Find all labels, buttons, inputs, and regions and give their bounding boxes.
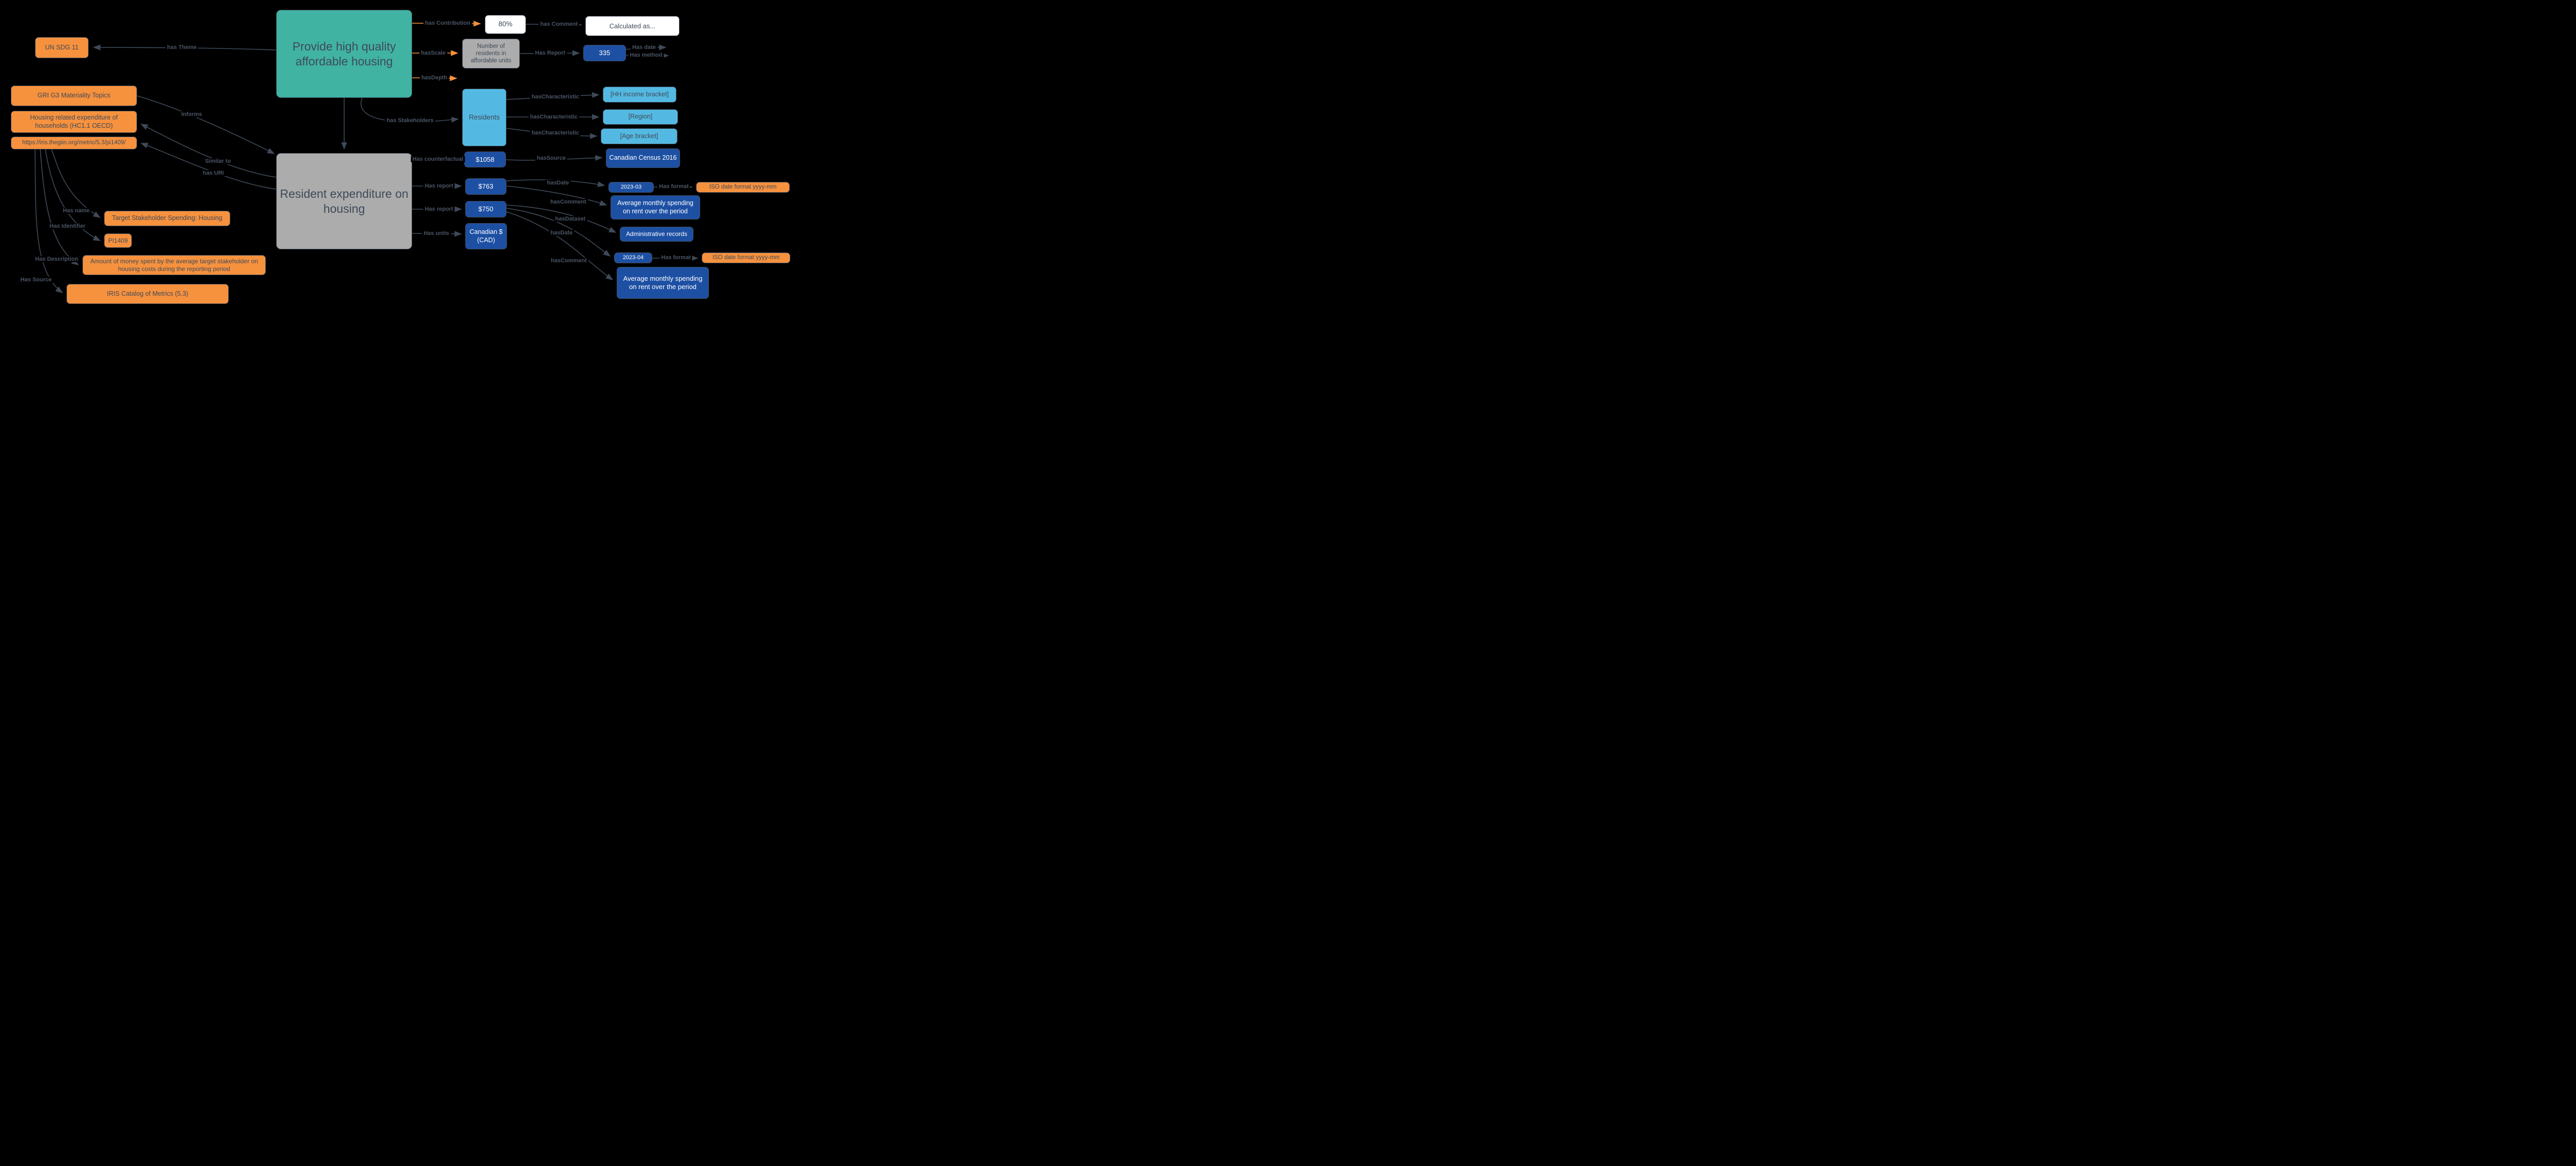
node-residents: Residents [462, 89, 506, 146]
edge-label-has-name: Has name [61, 208, 91, 214]
edge-label-has-uri: has URI [201, 170, 226, 176]
node-metric: Resident expenditure on housing [276, 153, 412, 249]
edge-similar-to [140, 124, 277, 178]
edge-label-has-characteristic-3: hasCharacteristic [530, 130, 581, 136]
edge-label-has-description: Has Description [33, 256, 80, 262]
edge-has-description [40, 148, 79, 265]
node-admin-records: Administrative records [620, 227, 693, 242]
node-description: Amount of money spent by the average tar… [82, 255, 266, 275]
edge-has-uri [140, 143, 277, 190]
edge-label-has-report-1: Has report [423, 183, 455, 189]
edge-label-has-format-1: Has format [657, 183, 690, 190]
node-un-sdg-11: UN SDG 11 [35, 37, 89, 58]
edge-has-source [35, 148, 63, 293]
edge-has-identifier [45, 148, 101, 241]
node-oecd-expenditure: Housing related expenditure of household… [11, 111, 137, 133]
node-report-335: 335 [583, 45, 626, 61]
edge-label-has-characteristic-1: hasCharacteristic [530, 94, 581, 100]
edge-label-informs: Informs [179, 111, 204, 117]
edge-label-has-identifier: Has Identifier [48, 223, 87, 229]
node-pi1409: PI1409 [104, 233, 132, 248]
edge-has-date-750 [506, 208, 611, 257]
edge-label-has-source: Has Source [19, 277, 54, 283]
edge-label-has-stakeholders: has Stakeholders [385, 117, 435, 124]
node-counterfactual-1058: $1058 [464, 151, 506, 167]
node-target-name: Target Stakeholder Spending: Housing [104, 211, 230, 226]
node-canadian-census: Canadian Census 2016 [606, 148, 680, 168]
node-units-cad: Canadian $ (CAD) [465, 223, 507, 249]
edge-label-has-comment: has Comment [538, 21, 580, 27]
diagram-canvas: Provide high quality affordable housing … [0, 0, 808, 315]
node-gri-topics: GRI G3 Materiality Topics [11, 86, 137, 106]
edge-label-has-contribution: has Contribution [423, 20, 472, 26]
edge-label-has-format-2: Has format [659, 255, 692, 261]
edge-has-comment-763 [506, 185, 607, 206]
node-scale: Number of residents in affordable units [462, 39, 520, 69]
edge-label-has-comment-1: hasComment [549, 199, 588, 205]
edge-label-has-date-cap: Has date [631, 44, 657, 50]
edge-label-has-scale: hasScale [419, 50, 447, 56]
node-report-750: $750 [465, 201, 506, 217]
node-iso-format-2: ISO date format yyyy-mm [702, 252, 790, 263]
edge-label-has-dataset: hasDataset [553, 216, 587, 222]
edge-has-comment-750 [506, 211, 614, 280]
edge-label-has-date-2: hasDate [549, 230, 574, 236]
node-comment-2: Average monthly spending on rent over th… [617, 267, 709, 299]
edge-label-has-depth: hasDepth [419, 75, 449, 81]
edge-label-has-characteristic-2: hasCharacteristic [528, 114, 580, 120]
edge-label-has-source-camel: hasSource [535, 155, 568, 161]
edge-label-has-counterfactual: Has counterfactual [411, 156, 465, 162]
edge-label-has-comment-2: hasComment [549, 258, 588, 264]
node-age-bracket: [Age bracket] [601, 128, 677, 144]
node-comment-1: Average monthly spending on rent over th… [611, 195, 700, 219]
node-region: [Region] [603, 109, 678, 125]
edge-label-similar-to: Similar to [203, 158, 233, 164]
node-calculated-as: Calculated as... [585, 16, 680, 36]
node-hh-income-bracket: [HH income bracket] [603, 87, 676, 103]
node-date-2023-03: 2023-03 [608, 182, 654, 193]
edge-label-has-report-cap: Has Report [533, 50, 567, 56]
node-iris-url: https://iris.thegiin.org/metric/5.3/pi14… [11, 137, 137, 149]
edge-label-has-units: Has units [422, 230, 451, 236]
edge-label-has-method: Has method [628, 52, 664, 58]
edge-label-has-theme: has Theme [165, 44, 198, 50]
node-date-2023-04: 2023-04 [614, 252, 652, 263]
edge-informs [137, 95, 275, 154]
node-iso-format-1: ISO date format yyyy-mm [696, 182, 790, 193]
node-goal: Provide high quality affordable housing [276, 10, 412, 98]
node-iris-catalog: IRIS Catalog of Metrics (5.3) [66, 284, 229, 304]
node-contribution-80pct: 80% [485, 15, 526, 34]
node-report-763: $763 [465, 178, 506, 195]
edge-label-has-report-2: Has report [423, 206, 455, 212]
edge-label-has-date-1: hasDate [545, 180, 571, 186]
